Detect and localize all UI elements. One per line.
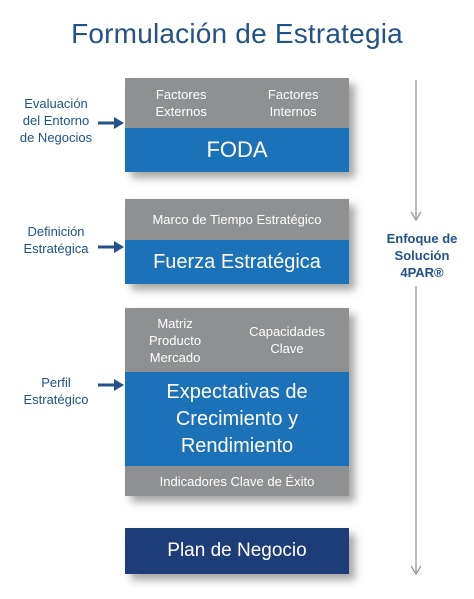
label-definicion-line-1: Definición (27, 224, 85, 239)
factores-internos-line-1: Factores (267, 87, 319, 102)
marco-tiempo: Marco de Tiempo Estratégico (125, 199, 349, 240)
label-perfil: Perfil Estratégico (2, 374, 110, 408)
arrow-down-icon (410, 80, 422, 222)
arrow-right-icon (98, 241, 124, 253)
factores-externos-line-1: Factores (155, 87, 207, 102)
label-perfil-line-2: Estratégico (23, 392, 89, 407)
expectativas-line-1: Expectativas de (166, 380, 308, 403)
arrow-down-icon (410, 286, 422, 576)
expectativas-block: Matriz Producto Mercado Capacidades Clav… (125, 308, 349, 496)
fuerza-block: Marco de Tiempo Estratégico Fuerza Estra… (125, 199, 349, 284)
factores-internos: Factores Internos (268, 86, 319, 120)
matriz-line-3: Mercado (149, 349, 201, 365)
matriz-line-2: Producto (149, 332, 202, 348)
capacidades-clave: Capacidades Clave (249, 323, 325, 357)
page-title: Formulación de Estrategia (71, 18, 403, 49)
enfoque-label: Enfoque de Solución 4PAR® (372, 230, 472, 281)
enfoque-line-2: Solución (394, 248, 450, 263)
label-evaluacion-line-2: del Entorno (22, 113, 90, 128)
label-definicion-line-2: Estratégica (23, 241, 89, 256)
label-evaluacion-line-3: de Negocios (19, 130, 93, 145)
foda-block: Factores Externos Factores Internos FODA (125, 78, 349, 172)
expectativas-label: Expectativas de Crecimiento y Rendimient… (125, 372, 349, 466)
label-perfil-line-1: Perfil (41, 375, 71, 390)
matriz-producto-mercado: Matriz Producto Mercado (149, 315, 201, 366)
foda-label: FODA (125, 128, 349, 172)
factores-externos: Factores Externos (156, 86, 207, 120)
expectativas-line-2: Crecimiento y (175, 407, 299, 430)
expectativas-line-3: Rendimiento (180, 434, 294, 457)
capacidades-line-2: Clave (270, 341, 304, 356)
factores-externos-line-2: Externos (155, 104, 207, 119)
factores-internos-line-2: Internos (269, 104, 317, 119)
enfoque-line-3: 4PAR® (400, 265, 444, 280)
arrow-right-icon (98, 117, 124, 129)
label-evaluacion-line-1: Evaluación (24, 96, 88, 111)
arrow-right-icon (98, 379, 124, 391)
fuerza-label: Fuerza Estratégica (125, 240, 349, 284)
plan-negocio-block: Plan de Negocio (125, 528, 349, 574)
enfoque-line-1: Enfoque de (386, 231, 458, 246)
label-evaluacion: Evaluación del Entorno de Negocios (2, 95, 110, 146)
label-definicion: Definición Estratégica (2, 223, 110, 257)
matriz-row: Matriz Producto Mercado Capacidades Clav… (125, 308, 349, 372)
indicadores-clave: Indicadores Clave de Éxito (125, 466, 349, 496)
factores-row: Factores Externos Factores Internos (125, 78, 349, 128)
capacidades-line-1: Capacidades (249, 324, 325, 339)
matriz-line-1: Matriz (157, 315, 193, 331)
